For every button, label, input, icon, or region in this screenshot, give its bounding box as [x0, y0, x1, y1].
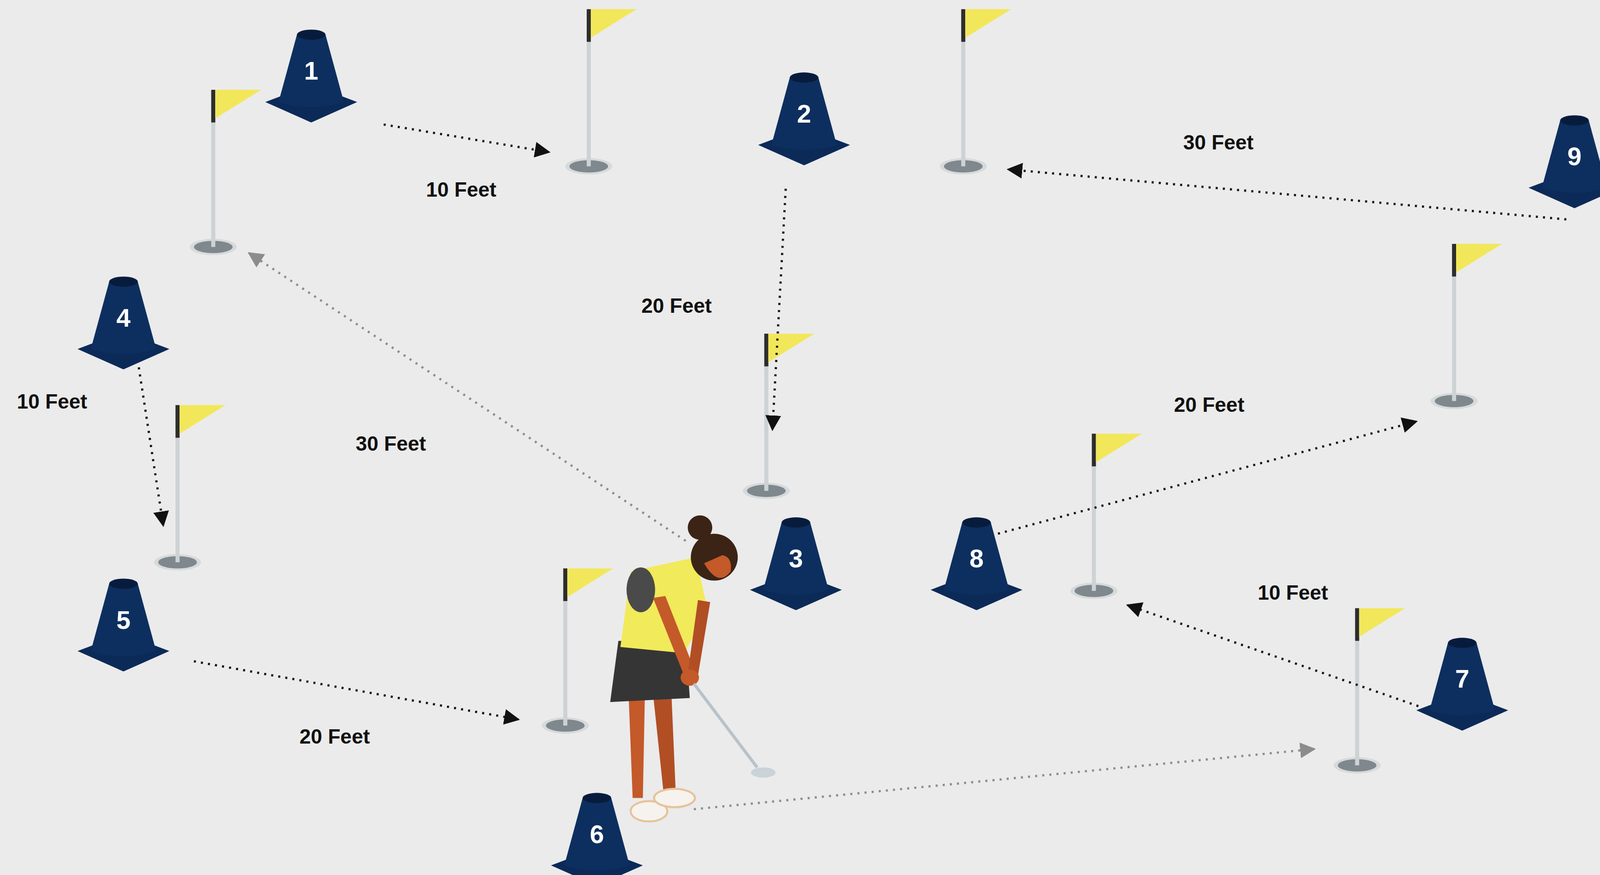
cone-shape — [1528, 114, 1600, 209]
callout-number: 4 — [77, 302, 170, 333]
callout-number: 7 — [1416, 663, 1508, 694]
distance-label: 10 Feet — [1257, 581, 1328, 605]
callout-number: 9 — [1528, 140, 1600, 172]
distance-label: 10 Feet — [426, 178, 497, 202]
cone-marker: 9 — [1528, 114, 1600, 209]
cone-marker: 1 — [265, 28, 357, 123]
callout-number: 8 — [930, 542, 1023, 574]
distance-label: 20 Feet — [299, 725, 370, 749]
callout-number: 5 — [77, 604, 170, 635]
callout-number: 6 — [551, 818, 643, 850]
distance-label: 20 Feet — [641, 294, 712, 318]
putt-arrows — [138, 124, 1567, 810]
callout-number: 3 — [750, 542, 842, 574]
distance-label: 10 Feet — [16, 390, 87, 415]
callout-number: 2 — [758, 98, 850, 129]
cone-marker: 2 — [758, 71, 850, 166]
cone-marker: 5 — [77, 577, 170, 672]
callout-number: 1 — [265, 55, 357, 86]
distance-label: 30 Feet — [1183, 130, 1254, 155]
cone-marker: 8 — [930, 516, 1023, 611]
golfer-figure — [610, 515, 776, 822]
distance-label: 30 Feet — [355, 432, 427, 456]
cone-marker: 6 — [551, 791, 643, 875]
cone-marker: 7 — [1416, 636, 1508, 731]
cone-marker: 4 — [77, 275, 170, 370]
cone-marker: 3 — [750, 516, 842, 611]
distance-label: 20 Feet — [1173, 393, 1245, 417]
hole-flags — [154, 9, 1502, 774]
